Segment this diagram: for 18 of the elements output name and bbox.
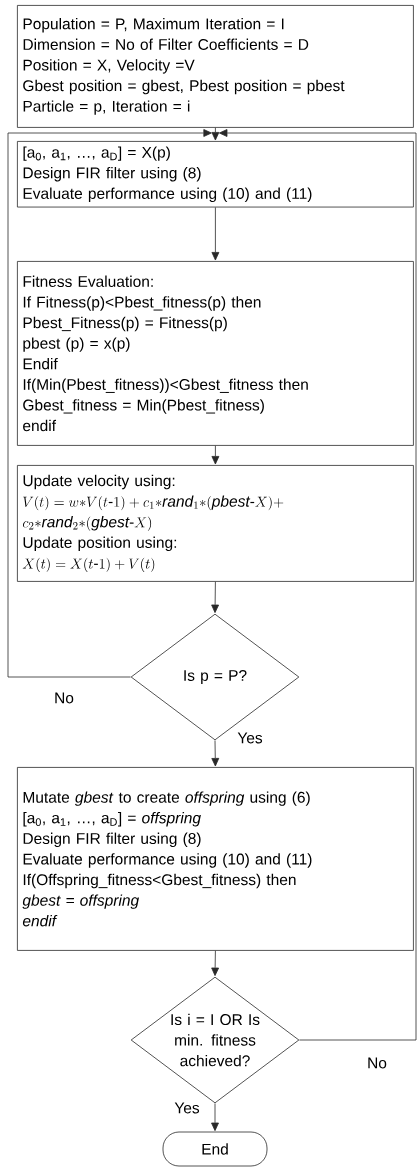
process-box: Population = P, Maximum Iteration = I Dimension = No of Filter Coefficients = D Position = X, Velocity =V Gbest position = gbest, Pbest position = pbest Particle = p, Iteration = i [17,5,414,128]
arrow [211,207,220,261]
arrow [211,950,219,976]
edge-label: Yes [173,1101,201,1115]
process-box: [a$_{0}$, a$_{1}$, …, a$_{D}$] = X(p) Design FIR filter using (8) Evaluate performance using (10) and (11) [17,141,414,208]
arrow [7,129,212,678]
process-box: Mutate gbest to create offspring using (6) [a$_{0}$, a$_{1}$, …, a$_{D}$] = offspring Design FIR filter using (8) Evaluate performance using (10) and (11) If(Offspring_fitness<Gbest_fitness) then gbest = offspring endif [17,767,414,951]
arrow [211,127,220,141]
terminal-box: End [162,1131,268,1167]
arrow [211,581,219,613]
process-box: Fitness Evaluation: If Fitness(p)<Pbest_fitness(p) then Pbest_Fitness(p) = Fitness(p) pbest (p) = x(p) Endif If(Min(Pbest_fitness))<Gbest_fitness then Gbest_fitness = Min(Pbest_fitness) endif [17,261,414,446]
arrow [211,740,220,767]
edge-label: No [53,691,75,705]
arrow [211,1103,219,1132]
edge-label: No [366,1056,388,1070]
arrow [211,445,220,465]
arrow [219,129,417,1041]
process-box: Update velocity using: $V(t) = w{*}V(t\text{-}1) + c_{1}{*}\mathit{rand}_{1}{*}(\mathit{pbest}\text{-}X) +$ $c_{2}{*}\mathit{rand}_{2}{*}(\mathit{gbest}\text{-}X)$ Update position using: $X(t) = X(t\text{-}1) + V(t)$ [17,465,414,582]
